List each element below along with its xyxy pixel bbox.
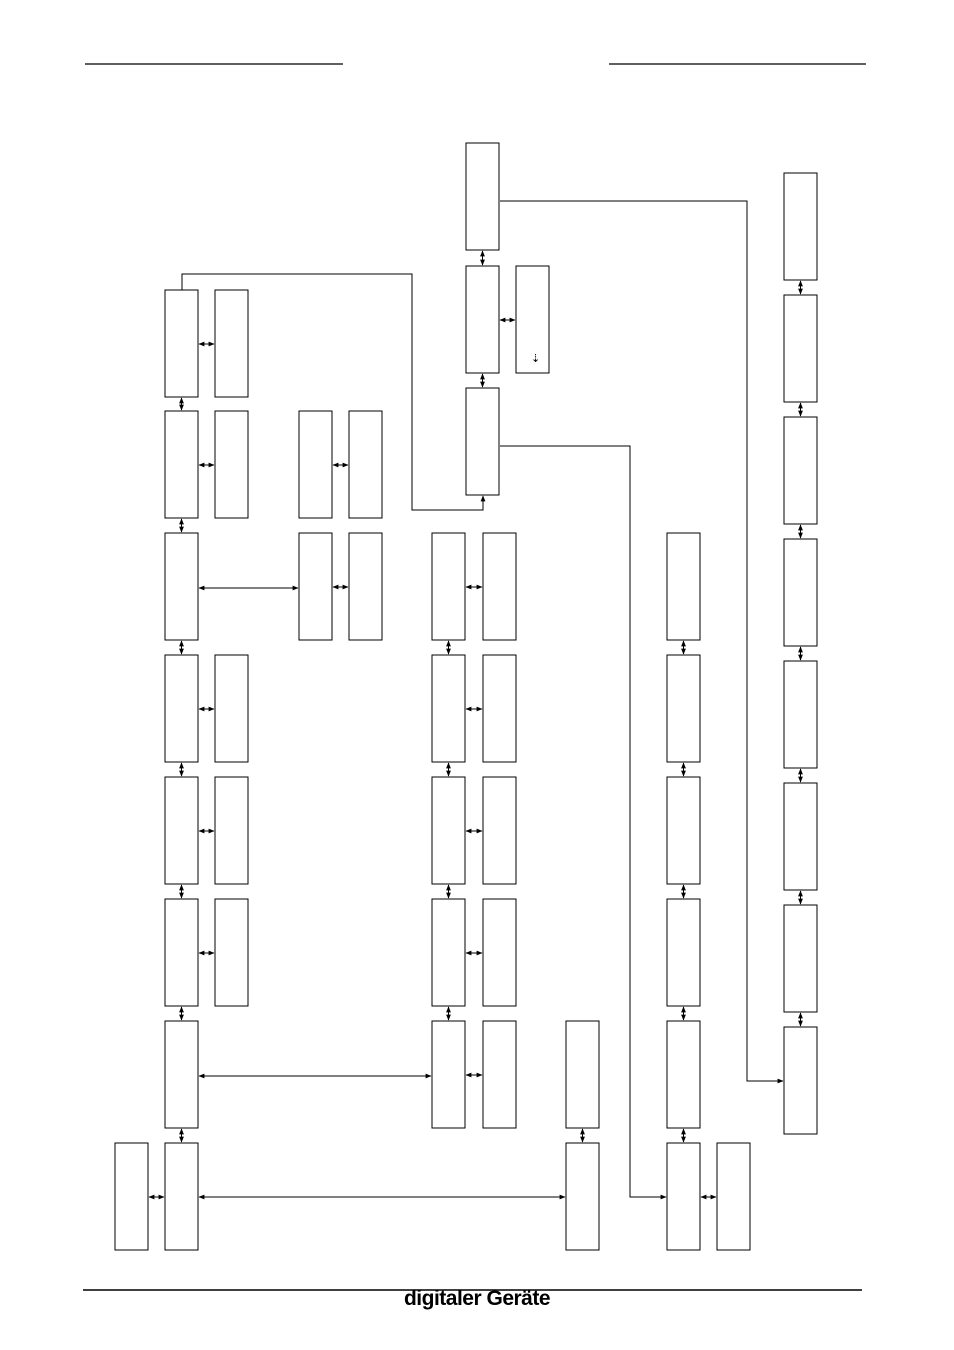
menu-box <box>482 532 517 641</box>
menu-box <box>348 532 383 641</box>
menu-box <box>214 654 249 763</box>
menu-box <box>783 538 818 647</box>
menu-box <box>515 265 550 374</box>
menu-box <box>431 654 466 763</box>
menu-box <box>465 387 500 496</box>
menu-box <box>783 294 818 403</box>
menu-box <box>164 1020 199 1129</box>
menu-box <box>214 776 249 885</box>
menu-box <box>465 142 500 251</box>
menu-box <box>214 289 249 398</box>
menu-box <box>716 1142 751 1251</box>
menu-box <box>783 660 818 769</box>
route-connector <box>500 200 784 1084</box>
menu-box <box>666 1142 701 1251</box>
menu-box <box>666 898 701 1007</box>
menu-box <box>164 289 199 398</box>
menu-box <box>783 172 818 281</box>
menu-box <box>298 410 333 519</box>
menu-box <box>348 410 383 519</box>
menu-box <box>465 265 500 374</box>
menu-box <box>298 532 333 641</box>
menu-box <box>783 904 818 1013</box>
menu-box <box>666 776 701 885</box>
menu-box <box>164 410 199 519</box>
menu-box <box>431 898 466 1007</box>
menu-box <box>565 1020 600 1129</box>
menu-box <box>214 898 249 1007</box>
menu-box <box>431 1020 466 1129</box>
menu-box <box>783 1026 818 1135</box>
menu-box <box>214 410 249 519</box>
menu-box <box>783 782 818 891</box>
menu-box <box>565 1142 600 1251</box>
menu-boxes <box>114 142 818 1251</box>
menu-box <box>164 532 199 641</box>
route-connector <box>500 445 667 1200</box>
menu-box <box>164 1142 199 1251</box>
menu-box <box>164 898 199 1007</box>
route-connector <box>181 273 486 511</box>
menu-box <box>164 654 199 763</box>
menu-box <box>431 532 466 641</box>
menu-box <box>666 654 701 763</box>
footer-text: digitaler Geräte <box>403 1287 551 1310</box>
menu-box <box>114 1142 149 1251</box>
menu-box <box>482 776 517 885</box>
menu-box <box>482 654 517 763</box>
menu-box <box>164 776 199 885</box>
menu-box <box>431 776 466 885</box>
down-arrow-icon: ⇣ <box>531 352 541 365</box>
menu-box <box>482 898 517 1007</box>
menu-box <box>666 1020 701 1129</box>
menu-box <box>482 1020 517 1129</box>
menu-box <box>666 532 701 641</box>
connectors <box>148 200 803 1200</box>
menu-box <box>783 416 818 525</box>
